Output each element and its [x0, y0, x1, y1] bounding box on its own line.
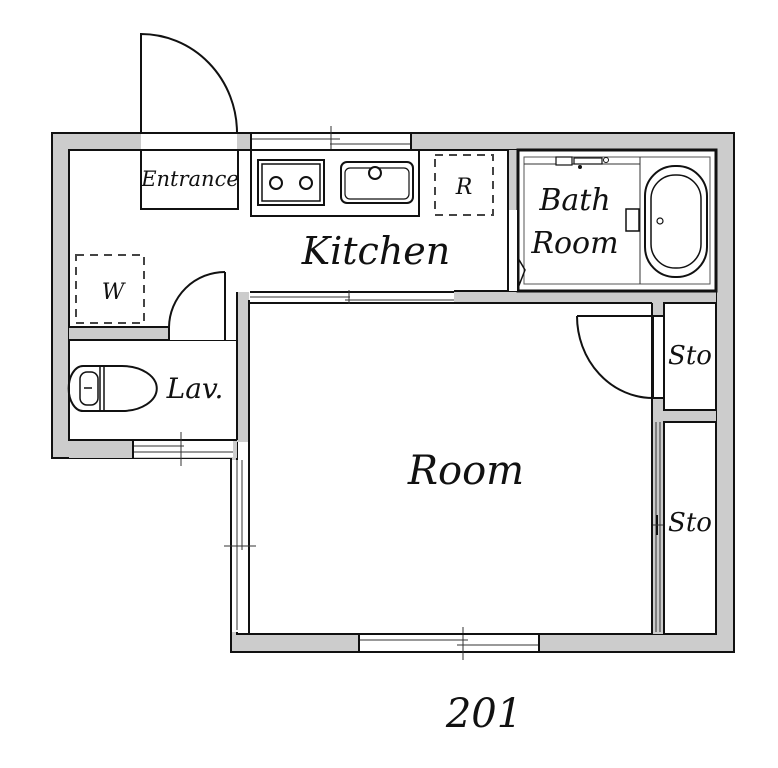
- sink-icon: [340, 161, 414, 204]
- washer-area: W: [75, 254, 145, 324]
- entrance-area: Entrance: [140, 32, 239, 210]
- storage-upper-label: Sto: [668, 341, 712, 371]
- refrigerator-space: [434, 154, 494, 216]
- bath-faucet-icon: [625, 208, 640, 232]
- bathroom-area: Bath Room: [509, 148, 718, 293]
- stove-icon: [257, 159, 325, 206]
- main-room-area: Room: [249, 303, 653, 635]
- toilet-icon: [67, 365, 158, 412]
- bath-folding-door: [517, 257, 526, 289]
- shower-fixture-icon: [555, 156, 609, 169]
- storage-door-swing: [576, 315, 654, 400]
- bathroom-label-line2: Room: [530, 226, 618, 261]
- lav-door-swing: [168, 271, 226, 328]
- washer-space: [75, 254, 145, 324]
- washer-label: W: [102, 280, 127, 305]
- entrance-label: Entrance: [140, 167, 239, 191]
- entrance-door-swing: [140, 32, 238, 134]
- interior-walls: [69, 150, 716, 634]
- refrigerator-label: R: [455, 175, 473, 200]
- bathroom-label-line1: Bath: [538, 183, 610, 218]
- kitchen-label: Kitchen: [301, 229, 451, 273]
- unit-number: 201: [445, 691, 522, 737]
- storage-upper-area: Sto: [576, 302, 717, 411]
- windows: [132, 126, 664, 660]
- storage-lower-label: Sto: [668, 508, 712, 538]
- kitchen-area: R Kitchen: [250, 149, 494, 273]
- storage-lower-area: Sto: [663, 421, 717, 635]
- bathtub-icon: [644, 165, 708, 278]
- lavatory-area: Lav.: [67, 271, 236, 412]
- main-room-label: Room: [407, 448, 524, 494]
- lavatory-label: Lav.: [166, 372, 224, 405]
